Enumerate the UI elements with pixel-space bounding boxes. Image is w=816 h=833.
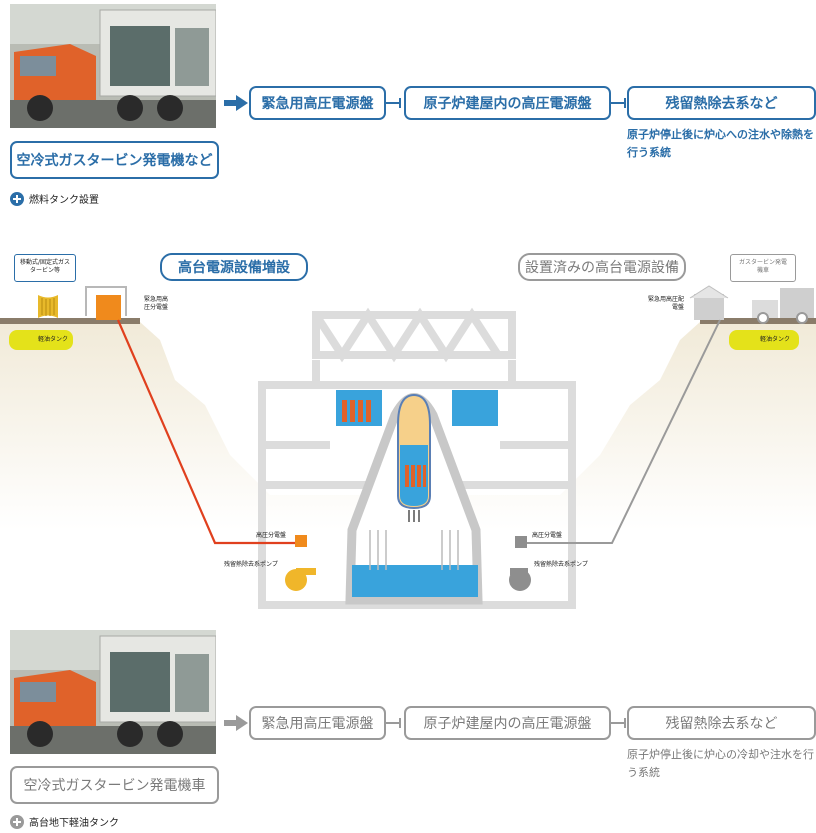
building-panel-box: 原子炉建屋内の高圧電源盤 <box>404 86 611 120</box>
left-rhr-pump-label: 残留熱除去系ポンプ <box>224 561 278 568</box>
gas-turbine-truck-photo <box>10 4 216 128</box>
existing-rhr-box: 残留熱除去系など <box>627 706 816 740</box>
right-generator-callout: ガスタービン発電機車 <box>730 254 796 282</box>
right-emergency-panel-label: 緊急用高圧配電盤 <box>648 296 685 311</box>
right-rhr-pump-label: 残留熱除去系ポンプ <box>534 561 588 568</box>
underground-tank-note: 高台地下軽油タンク <box>10 814 119 829</box>
arrow-right-icon <box>224 715 248 731</box>
right-hp-panel-label: 高圧分電盤 <box>532 532 563 539</box>
plus-icon <box>10 191 24 206</box>
connector-line <box>611 718 626 728</box>
plant-diagram <box>0 285 816 609</box>
gas-turbine-truck-photo-existing <box>10 630 216 754</box>
emergency-panel-box: 緊急用高圧電源盤 <box>249 86 386 120</box>
existing-generator-label: 空冷式ガスタービン発電機車 <box>10 766 219 804</box>
right-oil-tank-label: 軽油タンク <box>760 336 791 343</box>
left-hp-panel-label: 高圧分電盤 <box>256 532 287 539</box>
underground-tank-label: 高台地下軽油タンク <box>29 818 119 829</box>
arrow-right-icon <box>224 95 248 111</box>
existing-building-panel-box: 原子炉建屋内の高圧電源盤 <box>404 706 611 740</box>
connector-line <box>611 98 626 108</box>
existing-rhr-note: 原子炉停止後に炉心の冷却や注水を行う系統 <box>627 748 814 779</box>
rhr-note: 原子炉停止後に炉心への注水や除熱を行う系統 <box>627 128 814 159</box>
existing-facility-title: 設置済みの高台電源設備 <box>518 253 686 281</box>
generator-label: 空冷式ガスタービン発電機など <box>10 141 219 179</box>
connector-line <box>386 718 401 728</box>
new-facility-title: 高台電源設備増設 <box>160 253 308 281</box>
left-oil-tank-label: 軽油タンク <box>38 336 69 343</box>
left-generator-text: 移動式/固定式ガスタービン等 <box>19 259 71 274</box>
left-emergency-panel-label: 緊急用高圧分電盤 <box>144 296 169 311</box>
right-generator-text: ガスタービン発電機車 <box>738 259 787 274</box>
rhr-box: 残留熱除去系など <box>627 86 816 120</box>
connector-line <box>386 98 401 108</box>
fuel-tank-note: 燃料タンク設置 <box>10 191 99 206</box>
fuel-tank-label: 燃料タンク設置 <box>29 195 99 206</box>
left-generator-callout: 移動式/固定式ガスタービン等 <box>14 254 76 282</box>
existing-emergency-panel-box: 緊急用高圧電源盤 <box>249 706 386 740</box>
plus-icon <box>10 814 24 829</box>
